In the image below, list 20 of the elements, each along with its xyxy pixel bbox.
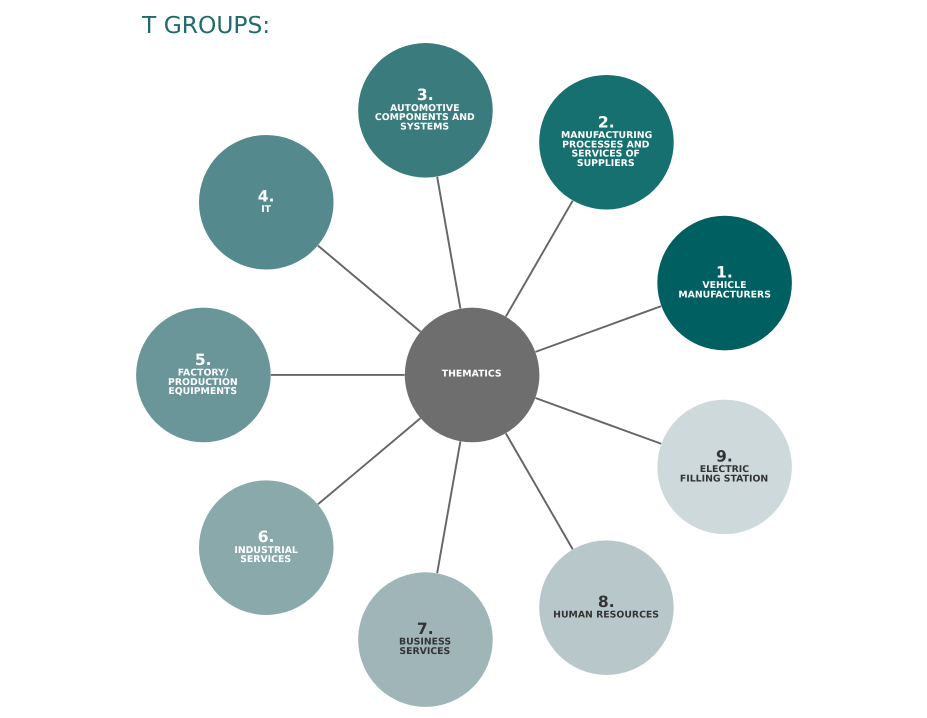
node-circle: THEMATICS [404, 308, 539, 442]
connector [316, 418, 421, 506]
node-circle: 3. AUTOMOTIVE COMPONENTS AND SYSTEMS [358, 43, 492, 178]
connector [534, 305, 662, 353]
node-circle: 4. IT [198, 134, 334, 270]
connector [316, 244, 421, 332]
connector [504, 200, 574, 318]
node-circle: 6. INDUSTRIAL SERVICES [198, 480, 334, 615]
diagram-title: T GROUPS: [142, 10, 270, 39]
connector [436, 441, 461, 574]
connector [436, 176, 461, 309]
node-circle: 9. ELECTRIC FILLING STATION [656, 400, 792, 534]
connector [504, 432, 574, 550]
node-circle: 8. HUMAN RESOURCES [538, 540, 674, 675]
node-circle: 2. MANUFACTURING PROCESSES AND SERVICES OF SUPPLIERS [538, 74, 674, 210]
node-circle: 7. BUSINESS SERVICES [358, 572, 492, 707]
connector [270, 374, 404, 376]
node-circle: 1. VEHICLE MANUFACTURERS [656, 216, 792, 350]
node-circle: 5. FACTORY/ PRODUCTION EQUIPMENTS [136, 308, 270, 442]
connector [534, 397, 662, 445]
